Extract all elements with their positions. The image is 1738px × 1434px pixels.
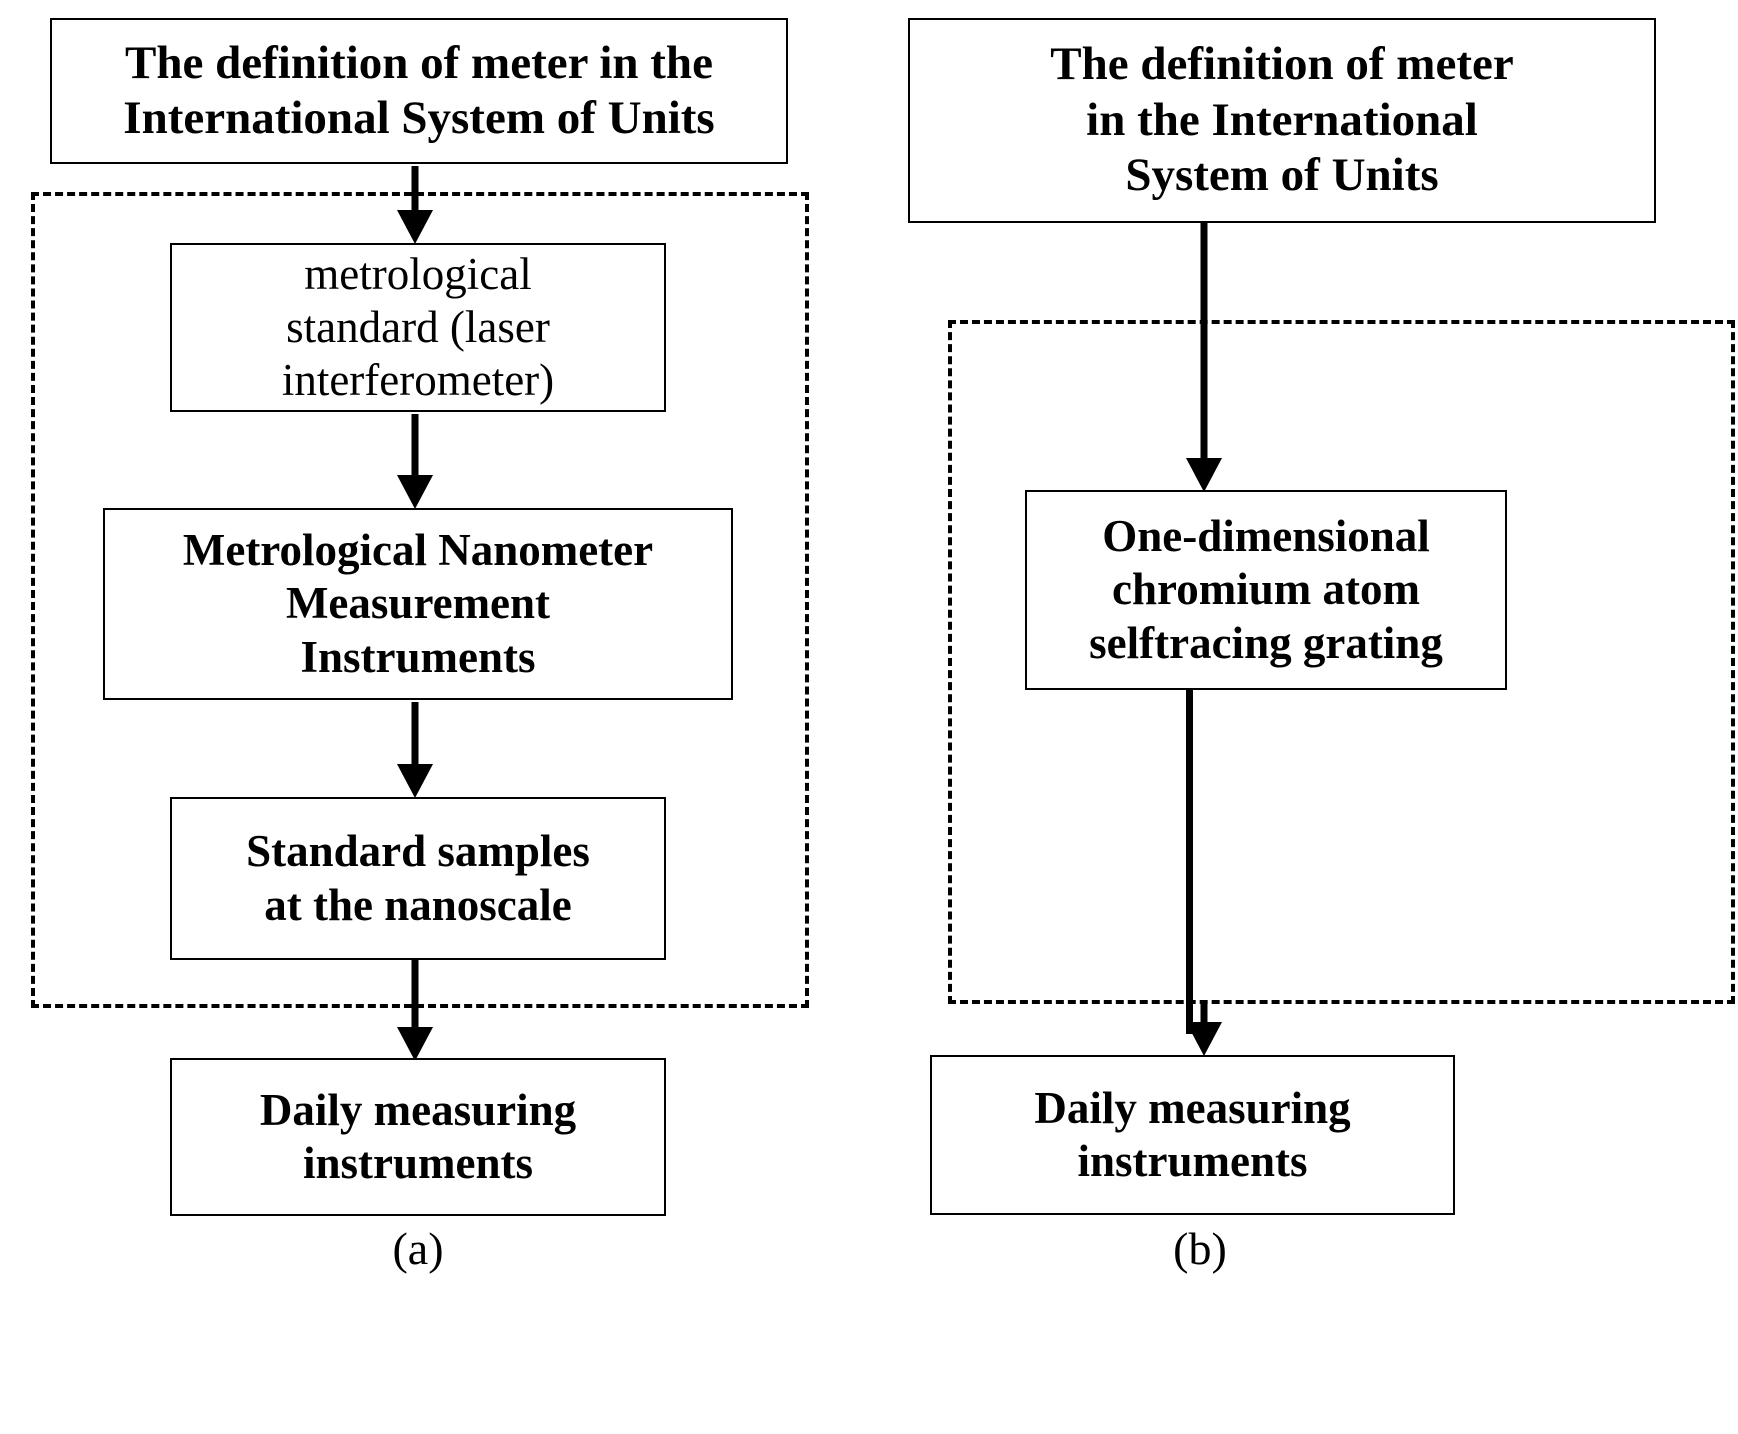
panel-b-dashed-group bbox=[948, 320, 1735, 1004]
panel-b-node-grating[interactable]: One-dimensional chromium atom selftracin… bbox=[1025, 490, 1507, 690]
panel-a-node-daily-label: Daily measuring instruments bbox=[259, 1084, 577, 1188]
panel-b-connector-grating-to-daily-shaft bbox=[1186, 688, 1193, 1034]
panel-b-arrow-source-to-grating bbox=[1186, 223, 1222, 492]
panel-b-node-daily[interactable]: Daily measuring instruments bbox=[930, 1055, 1455, 1215]
panel-a-node-source[interactable]: The definition of meter in the Internati… bbox=[50, 18, 788, 164]
panel-a-label: (a) bbox=[392, 1223, 444, 1274]
panel-a-arrow-standard-to-instruments bbox=[397, 414, 433, 509]
panel-b-node-source-label: The definition of meter in the Internati… bbox=[1050, 38, 1514, 202]
panel-a-node-standard[interactable]: metrological standard (laser interferome… bbox=[170, 243, 666, 412]
panel-b-node-grating-label: One-dimensional chromium atom selftracin… bbox=[1089, 511, 1443, 668]
panel-a-node-samples[interactable]: Standard samples at the nanoscale bbox=[170, 797, 666, 960]
panel-a-node-source-label: The definition of meter in the Internati… bbox=[123, 36, 715, 144]
panel-a-arrow-samples-to-daily bbox=[397, 960, 433, 1061]
panel-a-node-standard-label: metrological standard (laser interferome… bbox=[281, 248, 555, 406]
panel-a-node-samples-label: Standard samples at the nanoscale bbox=[246, 826, 590, 930]
panel-a-node-daily[interactable]: Daily measuring instruments bbox=[170, 1058, 666, 1216]
panel-b-arrow-grating-to-daily bbox=[1186, 1000, 1222, 1056]
panel-b-label: (b) bbox=[1173, 1223, 1227, 1274]
panel-a-arrow-source-to-standard bbox=[397, 166, 433, 244]
panel-a-node-instruments[interactable]: Metrological Nanometer Measurement Instr… bbox=[103, 508, 733, 700]
panel-a-dashed-group bbox=[31, 192, 809, 1008]
panel-b-node-source[interactable]: The definition of meter in the Internati… bbox=[908, 18, 1656, 223]
panel-a-arrow-instruments-to-samples bbox=[397, 702, 433, 798]
panel-a-node-instruments-label: Metrological Nanometer Measurement Instr… bbox=[182, 525, 654, 682]
panel-b-node-daily-label: Daily measuring instruments bbox=[1034, 1082, 1351, 1186]
